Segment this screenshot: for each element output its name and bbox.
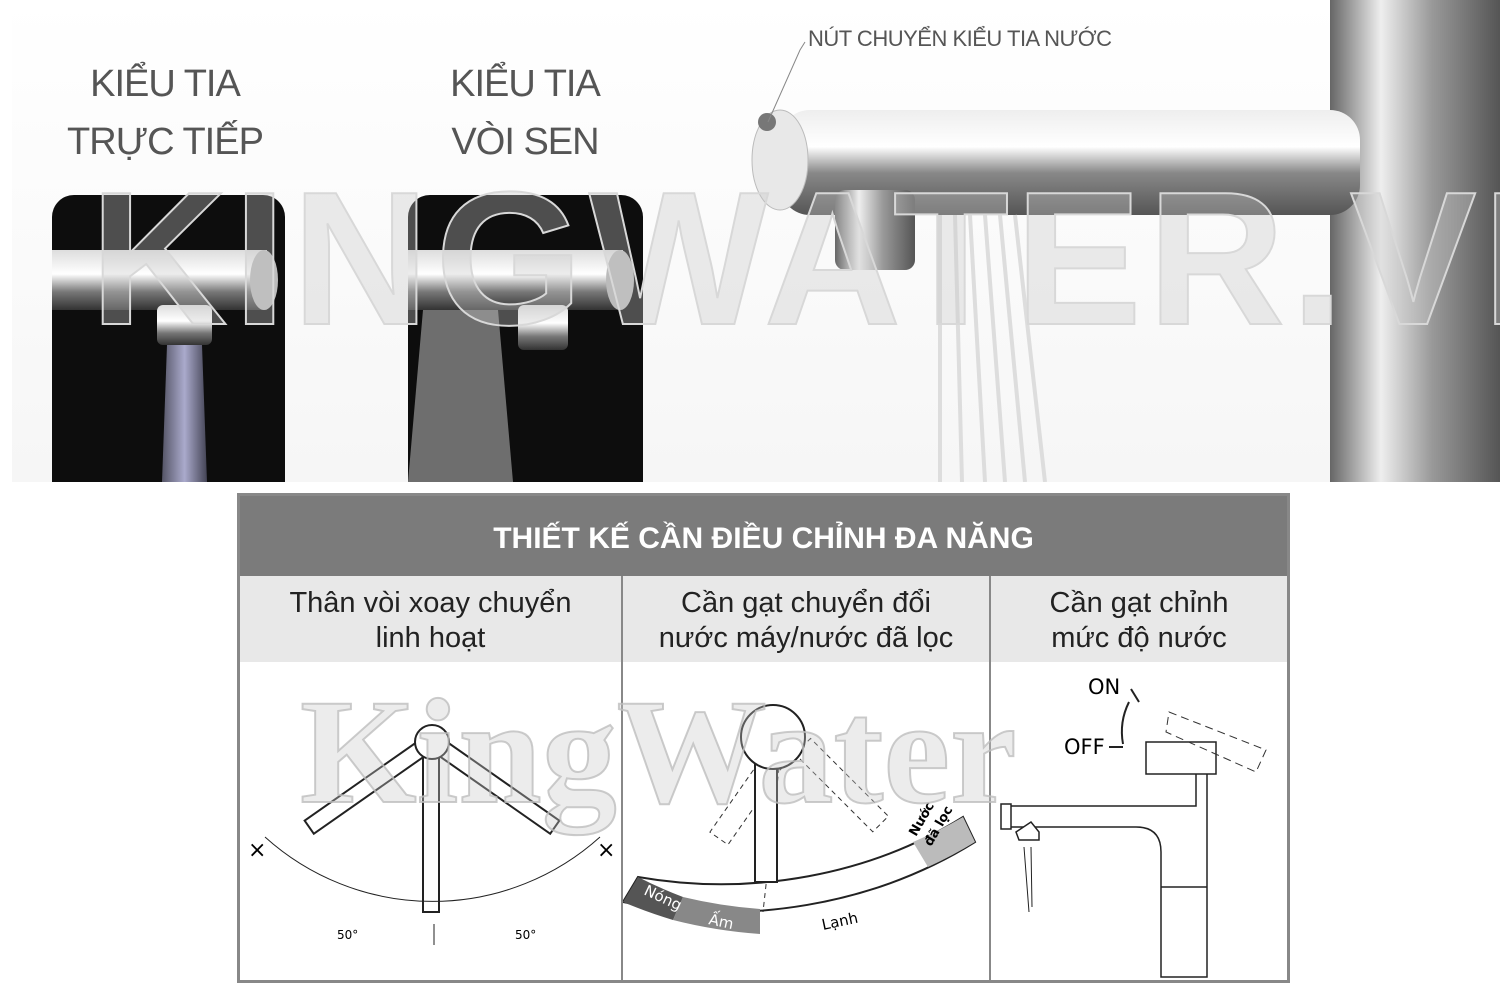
mode-direct-label: KIỂU TIA TRỰC TIẾP: [40, 55, 290, 171]
mode-shower-label: KIỂU TIA VÒI SEN: [400, 55, 650, 171]
faucet-shower-illustration: [408, 250, 634, 482]
shower-stream-photo: [408, 195, 643, 482]
switch-diagram: Nóng Ấm Lạnh Nước đã lọc: [621, 704, 977, 934]
faucet-direct-illustration: [52, 250, 278, 482]
label-line: KIỂU TIA: [450, 63, 601, 105]
zone-cold: Lạnh: [820, 909, 860, 934]
faucet-photo: [751, 0, 1500, 482]
callout-line: [767, 41, 806, 123]
feature-panel: THIẾT KẾ CẦN ĐIỀU CHỈNH ĐA NĂNG Thân vòi…: [237, 493, 1290, 983]
lever-diagram: ON OFF: [1000, 675, 1267, 978]
divider: [621, 576, 623, 980]
panel-title: THIẾT KẾ CẦN ĐIỀU CHỈNH ĐA NĂNG: [240, 496, 1287, 576]
callout-text: NÚT CHUYỂN KIỂU TIA NƯỚC: [808, 26, 1112, 51]
panel-watermark: KingWater: [299, 668, 1018, 836]
angle-left: 50°: [337, 928, 358, 942]
heading-line: linh hoạt: [375, 622, 486, 654]
heading-line: Thân vòi xoay chuyển: [289, 587, 572, 619]
limit-mark-right: ×: [597, 838, 615, 863]
heading-line: Cần gạt chỉnh: [1049, 587, 1229, 619]
direct-stream-photo: [52, 195, 285, 482]
state-off: OFF: [1064, 735, 1105, 759]
state-on: ON: [1088, 675, 1120, 699]
swivel-diagram: × × 50° 50°: [248, 724, 615, 945]
divider: [989, 576, 991, 980]
heading-line: nước máy/nước đã lọc: [658, 622, 954, 654]
label-line: TRỰC TIẾP: [67, 121, 264, 163]
heading-line: mức độ nước: [1051, 622, 1227, 654]
heading-line: Cần gạt chuyển đổi: [681, 587, 931, 619]
label-line: KIỂU TIA: [90, 63, 241, 105]
limit-mark-left: ×: [248, 838, 266, 863]
angle-right: 50°: [515, 928, 536, 942]
label-line: VÒI SEN: [451, 121, 599, 163]
watermark: KINGWATER.VN: [89, 152, 1500, 366]
